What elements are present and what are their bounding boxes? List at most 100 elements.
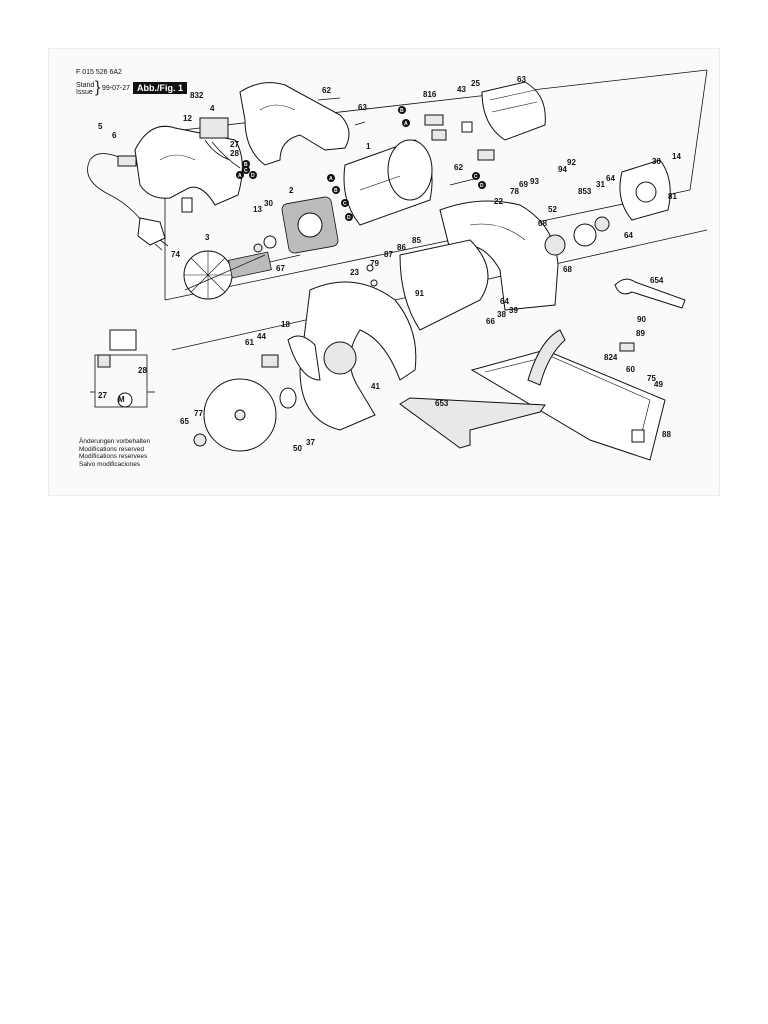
part-number-label: 93 (530, 177, 539, 186)
part-number-label: 816 (423, 90, 437, 99)
part-number-label: 25 (471, 79, 480, 88)
part-number-label: 85 (412, 236, 421, 245)
part-number-label: 65 (180, 417, 189, 426)
notice-line-en: Modifications reserved (79, 445, 145, 453)
part-number-label: 654 (650, 276, 664, 285)
retract-lever (287, 335, 321, 381)
connector-marker-letter: C (244, 168, 248, 174)
document-number: F 015 526 6A2 (76, 69, 122, 76)
issue-date: 99-07-27 (102, 85, 131, 92)
part-number-label: 2 (289, 186, 294, 195)
part-number-label: 79 (370, 259, 379, 268)
part-number-label: 653 (435, 399, 449, 408)
connector-marker (402, 119, 410, 127)
motor-housing (343, 139, 433, 226)
part-number-label: 68 (538, 219, 547, 228)
connector-marker-letter: B (334, 188, 338, 194)
connector-marker (242, 160, 250, 168)
part-number-label: 77 (194, 409, 203, 418)
wrench (614, 278, 686, 309)
part-number-label: 50 (293, 444, 302, 453)
part-number-label: 89 (636, 329, 645, 338)
part-number-label: 12 (183, 114, 192, 123)
connector-marker-letter: B (244, 162, 248, 168)
connector-marker (478, 181, 486, 189)
connector-marker-letter: A (404, 121, 408, 127)
part-number-label: 4 (210, 104, 215, 113)
lower-guard-plate (399, 239, 489, 331)
connector-marker (249, 171, 257, 179)
part-number-label: 61 (245, 338, 254, 347)
part-number-label: 88 (662, 430, 671, 439)
notice-line-fr: Modifications reservees (79, 453, 148, 460)
part-number-label: 39 (509, 306, 518, 315)
part-number-label: 86 (397, 243, 406, 252)
part-number-label: 28 (138, 366, 147, 375)
end-cap (481, 81, 546, 141)
part-number-label: 68 (563, 265, 572, 274)
connector-marker (242, 166, 250, 174)
connector-marker-letter: D (347, 215, 351, 221)
part-number-label: 3 (205, 233, 210, 242)
svg-text:M: M (118, 395, 125, 404)
part-number-label: 18 (281, 320, 290, 329)
connector-marker-letter: D (251, 173, 255, 179)
part-number-label: 52 (548, 205, 557, 214)
part-number-label: 62 (454, 163, 463, 172)
part-number-label: 28 (230, 149, 239, 158)
part-number-label: 824 (604, 353, 618, 362)
bearings-screws (253, 97, 479, 263)
part-number-label: 44 (257, 332, 266, 341)
part-number-label: 64 (500, 297, 509, 306)
part-number-label: 853 (578, 187, 592, 196)
notice-line-de: Änderungen vorbehalten (79, 438, 151, 445)
gear-parts (544, 159, 671, 256)
part-number-label: 60 (626, 365, 635, 374)
part-number-label: 6 (112, 131, 117, 140)
stand-label: Stand (76, 82, 95, 89)
wiring-schematic: M (90, 329, 155, 408)
connector-marker (341, 199, 349, 207)
part-number-label: 38 (497, 310, 506, 319)
part-number-label: 31 (596, 180, 605, 189)
part-number-label: 66 (486, 317, 495, 326)
blade-cover (299, 281, 417, 431)
notice-line-es: Salvo modificaciones (79, 460, 141, 468)
figure-badge: Abb./Fig. 1 (133, 82, 187, 94)
connector-marker-letter: C (343, 201, 347, 207)
connector-marker (472, 172, 480, 180)
part-number-label: 41 (371, 382, 380, 391)
brush-holders (424, 114, 495, 161)
part-number-label: 78 (510, 187, 519, 196)
rip-guide (399, 397, 546, 449)
power-cord (87, 153, 169, 251)
part-number-label: 64 (606, 174, 615, 183)
field-stator (281, 196, 339, 254)
small-parts (261, 264, 645, 443)
issue-label: Issue (76, 89, 93, 96)
part-number-label: 75 (647, 374, 656, 383)
armature (183, 250, 272, 300)
part-number-label: 87 (384, 250, 393, 259)
part-number-label: 49 (654, 380, 663, 389)
switch-assembly (199, 117, 241, 169)
part-number-label: 23 (350, 268, 359, 277)
part-number-label: 30 (264, 199, 273, 208)
connector-marker (332, 186, 340, 194)
part-number-label: 14 (672, 152, 681, 161)
connector-marker (398, 106, 406, 114)
part-number-label: 74 (171, 250, 180, 259)
part-number-label: 92 (567, 158, 576, 167)
part-number-label: 13 (253, 205, 262, 214)
part-number-label: 43 (457, 85, 466, 94)
part-number-label: 27 (98, 391, 107, 400)
base-plate (470, 329, 666, 461)
part-number-label: 63 (517, 75, 526, 84)
part-number-label: 5 (98, 122, 103, 131)
part-number-label: 81 (668, 192, 677, 201)
modifications-notice: Änderungen vorbehalten Modifications res… (79, 438, 150, 468)
connector-marker (327, 174, 335, 182)
